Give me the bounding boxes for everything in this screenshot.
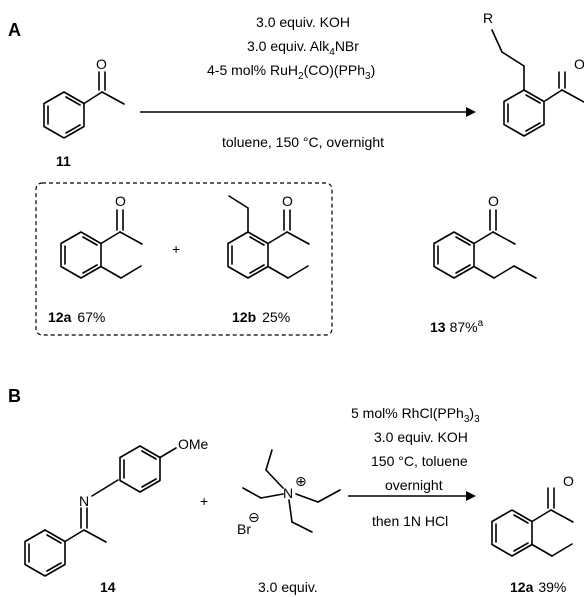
atom-o: O [96,56,107,72]
positive-charge: ⊕ [295,473,307,489]
condition-koh-b: 3.0 equiv. KOH [374,429,468,445]
negative-charge: ⊖ [248,509,260,525]
bromide-ion: Br [237,521,251,537]
plus-sign-b: + [200,493,208,509]
atom-n-plus: N [283,485,293,501]
structure-tetraethylammonium-bromide: N ⊕ Br ⊖ [237,449,341,537]
condition-overnight: overnight [385,477,443,493]
atom-o: O [563,473,574,489]
panel-a-label: A [8,20,21,40]
arrow-head-a [466,107,476,117]
structure-12b: O [227,193,310,279]
condition-koh: 3.0 equiv. KOH [256,14,350,30]
condition-ruthenium-catalyst: 4-5 mol% RuH2(CO)(PPh3) [207,62,375,82]
panel-b-label: B [8,386,21,406]
condition-solvent-temp: toluene, 150 °C, overnight [222,134,384,150]
structure-imine-14: N OMe [24,436,209,577]
compound-label-11: 11 [56,153,71,169]
structure-13: O [433,193,537,279]
atom-o: O [488,193,499,209]
atom-o: O [282,193,293,209]
structure-product-r: R O [483,10,584,137]
structure-12a: O [60,193,143,279]
structure-product-12a-b: O [491,473,574,557]
condition-rh-catalyst: 5 mol% RhCl(PPh3)3 [351,405,480,425]
atom-o: O [574,56,584,72]
substituent-r: R [483,10,493,26]
compound-label-14: 14 [100,579,116,595]
condition-acid-workup: then 1N HCl [372,513,448,529]
structure-acetophenone-11: O [43,56,125,139]
condition-temp-solvent-b: 150 °C, toluene [371,453,468,469]
substituent-ome: OMe [178,436,209,452]
arrow-head-b [466,491,476,501]
condition-alk4nbr: 3.0 equiv. Alk4NBr [247,38,359,58]
atom-o: O [115,193,126,209]
byproducts-box [35,182,333,336]
reagent-equiv: 3.0 equiv. [258,579,318,595]
atom-n: N [79,493,89,509]
plus-sign: + [172,241,180,257]
